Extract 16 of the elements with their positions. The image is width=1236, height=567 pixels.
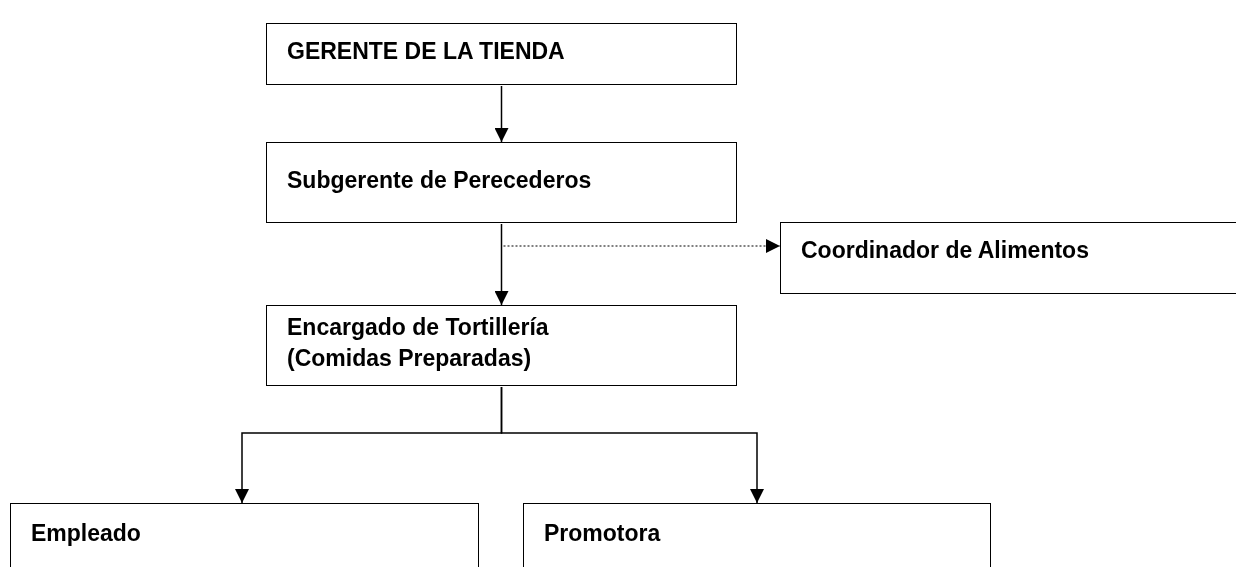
org-box — [266, 305, 737, 386]
box-title: Empleado — [31, 519, 142, 548]
org-box — [10, 503, 479, 567]
org-box — [266, 23, 737, 85]
arrow — [500, 386, 764, 504]
org-box — [780, 222, 1236, 294]
box-title: Subgerente de Perecederos — [287, 166, 593, 195]
arrow — [494, 85, 509, 143]
arrow — [502, 239, 781, 253]
org-box — [266, 142, 737, 223]
box-title: Coordinador de Alimentos — [801, 236, 1090, 265]
org-box — [523, 503, 991, 567]
box-title: GERENTE DE LA TIENDA — [287, 37, 566, 66]
box-title: Promotora — [544, 519, 662, 548]
box-title: Encargado de Tortillería (Comidas Preparadas) — [287, 313, 550, 373]
arrow — [494, 223, 509, 306]
